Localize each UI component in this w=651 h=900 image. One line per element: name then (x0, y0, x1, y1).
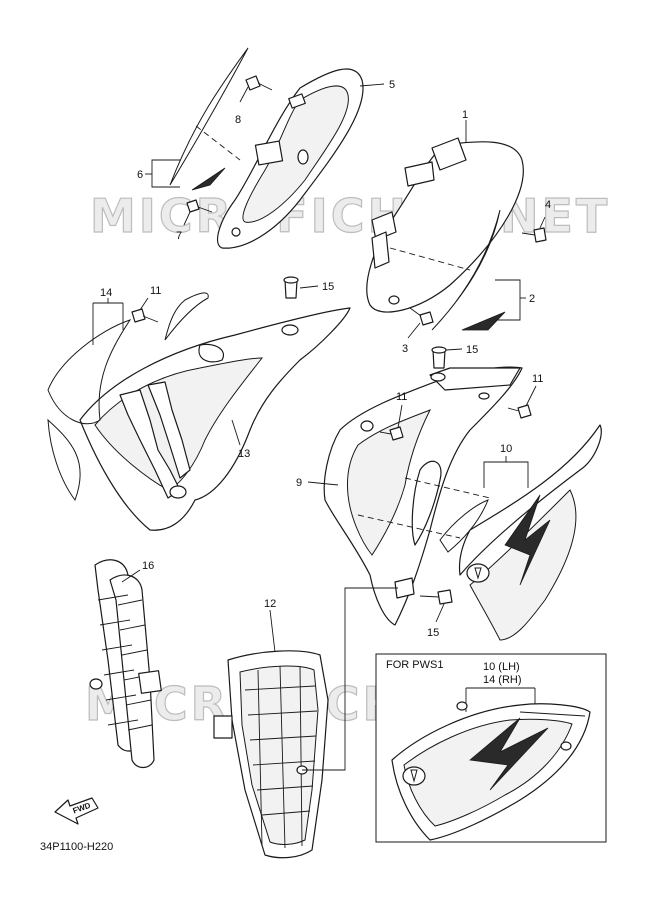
part-15-bolt-bottom[interactable] (419, 589, 453, 605)
leader-13 (231, 419, 241, 446)
callout-4[interactable]: 4 (545, 199, 551, 211)
leader-12 (269, 609, 276, 653)
bracket-6 (151, 159, 180, 188)
leader-11c (525, 385, 537, 407)
leader-8 (239, 86, 249, 103)
inset-line-2: 14 (RH) (483, 674, 522, 686)
part-10-guide-line-2 (404, 477, 491, 499)
inset-title: FOR PWS1 (386, 659, 443, 671)
part-6-guide-line (195, 125, 241, 161)
part-4-bolt[interactable] (521, 227, 547, 243)
part-3-bolt[interactable] (409, 307, 434, 326)
leader-9 (307, 481, 339, 486)
part-11-bolt-left[interactable] (131, 308, 159, 323)
callout-14[interactable]: 14 (100, 287, 112, 299)
part-10-graphic-right[interactable] (439, 424, 602, 641)
diagram-code: 34P1100-H220 (40, 841, 113, 853)
part-8-bolt[interactable] (245, 75, 273, 91)
callout-6[interactable]: 6 (137, 169, 143, 181)
callout-16[interactable]: 16 (142, 560, 154, 572)
callout-15c[interactable]: 15 (427, 627, 439, 639)
leader-15b (445, 348, 463, 351)
inset-pws1: FOR PWS1 10 (LH) 14 (RH) (375, 653, 607, 843)
leader-4 (539, 216, 546, 229)
part-2-graphic-right[interactable] (431, 209, 506, 331)
callout-9[interactable]: 9 (296, 477, 302, 489)
part-14-graphic-left[interactable] (47, 292, 209, 502)
callout-11c[interactable]: 11 (532, 373, 543, 385)
callout-8[interactable]: 8 (235, 114, 241, 126)
part-16-radiator-guard[interactable] (89, 559, 162, 769)
fwd-arrow: FWD (54, 797, 99, 825)
part-5-side-cover[interactable] (217, 68, 364, 249)
part-1-side-cover[interactable] (366, 137, 524, 313)
part-2-guide-line (389, 247, 471, 271)
leader-7 (183, 211, 191, 226)
callout-10[interactable]: 10 (500, 443, 512, 455)
leader-12-connector (302, 587, 398, 771)
callout-11b[interactable]: 11 (396, 391, 407, 403)
leader-15c (435, 603, 445, 623)
callout-2[interactable]: 2 (529, 293, 535, 305)
part-11-bolt-right-b[interactable] (507, 404, 532, 419)
bracket-2 (495, 279, 521, 321)
leader-3 (407, 322, 421, 339)
part-15-bolt-top-left[interactable] (283, 276, 299, 299)
leader-15a (299, 285, 319, 289)
callout-11a[interactable]: 11 (150, 285, 161, 297)
leader-16 (121, 569, 141, 583)
callout-7[interactable]: 7 (176, 230, 182, 242)
part-6-graphic-left-front[interactable] (169, 47, 249, 191)
part-10-guide-line (357, 514, 461, 539)
bracket-10 (483, 461, 529, 488)
leader-11a (139, 297, 149, 311)
part-13-air-scoop[interactable] (79, 307, 351, 531)
part-12-radiator-guard[interactable] (213, 650, 329, 859)
callout-15a[interactable]: 15 (322, 281, 334, 293)
callout-3[interactable]: 3 (402, 343, 408, 355)
callout-13[interactable]: 13 (238, 448, 250, 460)
callout-15b[interactable]: 15 (466, 344, 478, 356)
part-9-air-scoop[interactable] (323, 366, 523, 626)
callout-12[interactable]: 12 (264, 598, 276, 610)
callout-5[interactable]: 5 (389, 79, 395, 91)
part-7-bolt[interactable] (186, 199, 213, 213)
inset-line-1: 10 (LH) (483, 661, 520, 673)
leader-11b (397, 404, 403, 429)
part-15-bolt-middle[interactable] (431, 346, 447, 369)
part-11-bolt-right-a[interactable] (379, 426, 404, 441)
leader-5 (359, 83, 385, 87)
callout-1[interactable]: 1 (462, 109, 468, 121)
watermark-top: MICROFICHES.NET (90, 189, 610, 243)
inset-graphic-decal[interactable] (391, 701, 591, 841)
